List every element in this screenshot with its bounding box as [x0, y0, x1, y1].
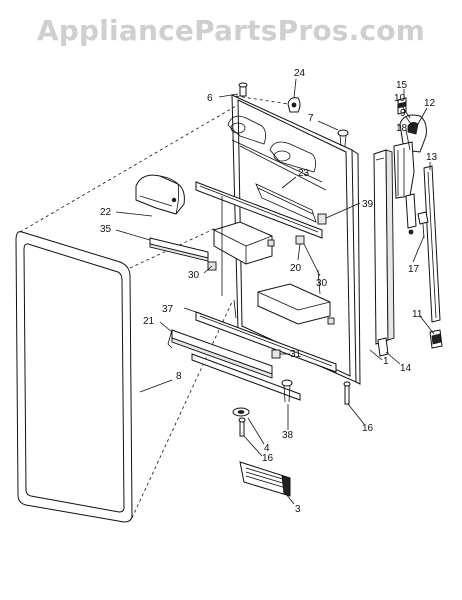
callout-12: 12: [424, 98, 436, 109]
callout-38: 38: [282, 430, 294, 441]
part-7-screw: [337, 129, 349, 147]
callout-30b: 30: [316, 278, 328, 289]
callout-20: 20: [290, 263, 302, 274]
part-24-cap: [287, 97, 301, 113]
callout-35: 35: [100, 224, 112, 235]
part-14-strip: [373, 149, 395, 357]
part-35-rail: [149, 237, 209, 262]
callout-3: 3: [295, 504, 301, 515]
door-gasket: [15, 231, 133, 523]
callout-18: 18: [396, 123, 408, 134]
callout-8: 8: [176, 371, 182, 382]
callout-1: 1: [383, 356, 389, 367]
callout-24: 24: [294, 68, 306, 79]
door-liner: [195, 82, 361, 385]
callout-37: 37: [162, 304, 174, 315]
leader-lines: [115, 78, 435, 505]
part-22-bin-cover: [135, 174, 185, 215]
callout-10: 10: [394, 93, 406, 104]
part-38-screw: [281, 379, 293, 403]
callout-22: 22: [100, 207, 112, 218]
callout-13: 13: [426, 152, 438, 163]
callout-9: 9: [400, 108, 406, 119]
callout-17: 17: [408, 264, 420, 275]
callout-30a: 30: [188, 270, 200, 281]
callout-6: 6: [207, 93, 213, 104]
callout-39: 39: [362, 199, 374, 210]
callout-14: 14: [400, 363, 412, 374]
part-17-screw: [417, 211, 429, 239]
part-16-screws: [238, 381, 351, 437]
hinge-assembly: [393, 97, 427, 235]
callout-16a: 16: [362, 423, 374, 434]
callout-16b: 16: [262, 453, 274, 464]
part-21-rail: [167, 329, 301, 401]
callout-4: 4: [264, 443, 270, 454]
callout-31: 31: [290, 349, 302, 360]
callout-11: 11: [412, 309, 423, 320]
part-11-block: [429, 329, 443, 349]
part-3-panel: [239, 461, 291, 497]
callout-labels: 24 6 7 15 10 9 18 12 13 23 22 35 39 30 2…: [100, 68, 438, 515]
site-watermark: AppliancePartsPros.com: [36, 14, 426, 47]
part-13-bar: [423, 165, 441, 323]
projection-lines: [19, 95, 296, 519]
callout-15: 15: [396, 80, 408, 91]
callout-23: 23: [298, 168, 310, 179]
callout-7: 7: [308, 113, 314, 124]
part-4-washer: [232, 407, 250, 417]
callout-21: 21: [143, 316, 155, 327]
